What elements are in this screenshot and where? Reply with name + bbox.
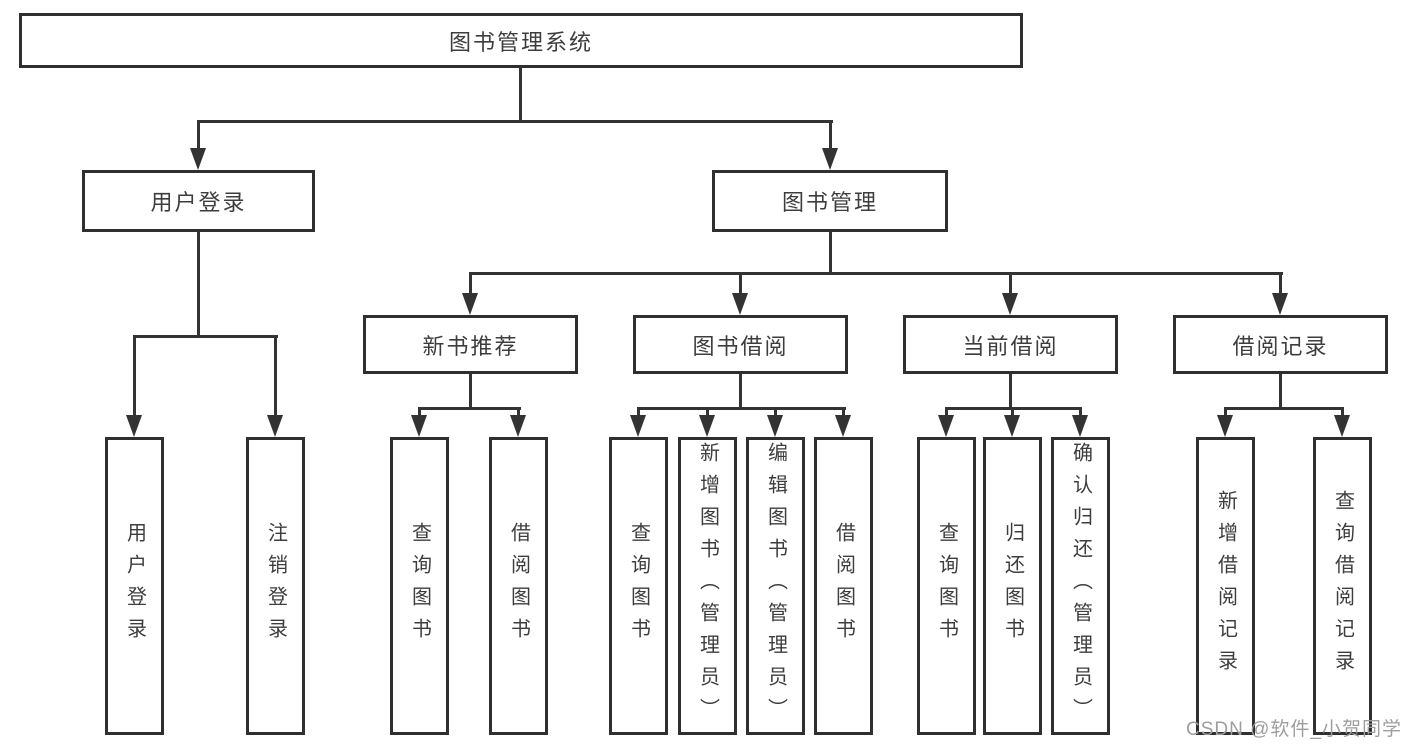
arrow-down-icon [462,293,478,315]
connector-stem [945,407,948,417]
arrow-down-icon [1217,415,1233,437]
leaf-logout: 注销登录 [246,437,305,735]
arrow-down-icon [411,415,427,437]
leaf-query-books-recommend: 查询图书 [390,437,449,735]
arrow-down-icon [510,415,526,437]
connector-stem [1279,272,1282,293]
arrow-down-icon [1334,415,1350,437]
leaf-add-borrow-record: 新增借阅记录 [1196,437,1255,735]
connector-stem [739,272,742,293]
leaf-add-books-admin: 新增图书（管理员） [678,437,737,735]
arrow-down-icon [267,415,283,437]
connector-rail [637,407,846,410]
leaf-borrow-books-recommend: 借阅图书 [489,437,548,735]
arrow-down-icon [630,415,646,437]
connector-stem [274,335,277,415]
leaf-edit-books-admin: 编辑图书（管理员） [746,437,805,735]
connector-stem [1011,407,1014,417]
leaf-query-borrow-record: 查询借阅记录 [1313,437,1372,735]
connector-stem [739,374,742,407]
connector-stem [197,232,200,335]
connector-rail [133,335,278,338]
leaf-confirm-return-admin: 确认归还（管理员） [1051,437,1110,735]
leaf-query-books-current: 查询图书 [917,437,976,735]
connector-stem [133,335,136,415]
arrow-down-icon [767,415,783,437]
leaf-user-login: 用户登录 [105,437,164,735]
arrow-down-icon [822,148,838,170]
arrow-down-icon [1002,293,1018,315]
node-new-book-recommend: 新书推荐 [363,315,578,374]
connector-rail [197,120,833,123]
connector-rail [1224,407,1344,410]
connector-rail [469,272,1283,275]
connector-stem [197,120,200,148]
node-user-login: 用户登录 [82,170,315,232]
arrow-down-icon [1072,415,1088,437]
leaf-borrow-books: 借阅图书 [814,437,873,735]
arrow-down-icon [1272,293,1288,315]
leaf-return-books: 归还图书 [983,437,1042,735]
arrow-down-icon [126,415,142,437]
connector-stem [519,68,522,120]
node-book-borrow: 图书借阅 [633,315,848,374]
node-book-management: 图书管理 [712,170,948,232]
connector-stem [637,407,640,417]
node-current-borrow: 当前借阅 [903,315,1118,374]
arrow-down-icon [190,148,206,170]
connector-stem [418,407,421,417]
arrow-down-icon [835,415,851,437]
node-library-management-system: 图书管理系统 [19,13,1023,68]
node-borrow-records: 借阅记录 [1173,315,1388,374]
connector-stem [774,407,777,417]
arrow-down-icon [732,293,748,315]
arrow-down-icon [938,415,954,437]
arrow-down-icon [1004,415,1020,437]
connector-stem [1341,407,1344,417]
connector-stem [1009,272,1012,293]
connector-stem [829,120,832,148]
leaf-query-books-borrow: 查询图书 [609,437,668,735]
connector-stem [469,272,472,293]
connector-stem [1009,374,1012,407]
connector-stem [1279,374,1282,407]
connector-stem [829,232,832,272]
connector-stem [706,407,709,417]
connector-stem [1224,407,1227,417]
connector-stem [1079,407,1082,417]
connector-stem [842,407,845,417]
csdn-watermark: CSDN @软件_小贺同学 [1186,719,1402,740]
connector-rail [418,407,521,410]
connector-stem [517,407,520,417]
connector-stem [469,374,472,407]
arrow-down-icon [699,415,715,437]
